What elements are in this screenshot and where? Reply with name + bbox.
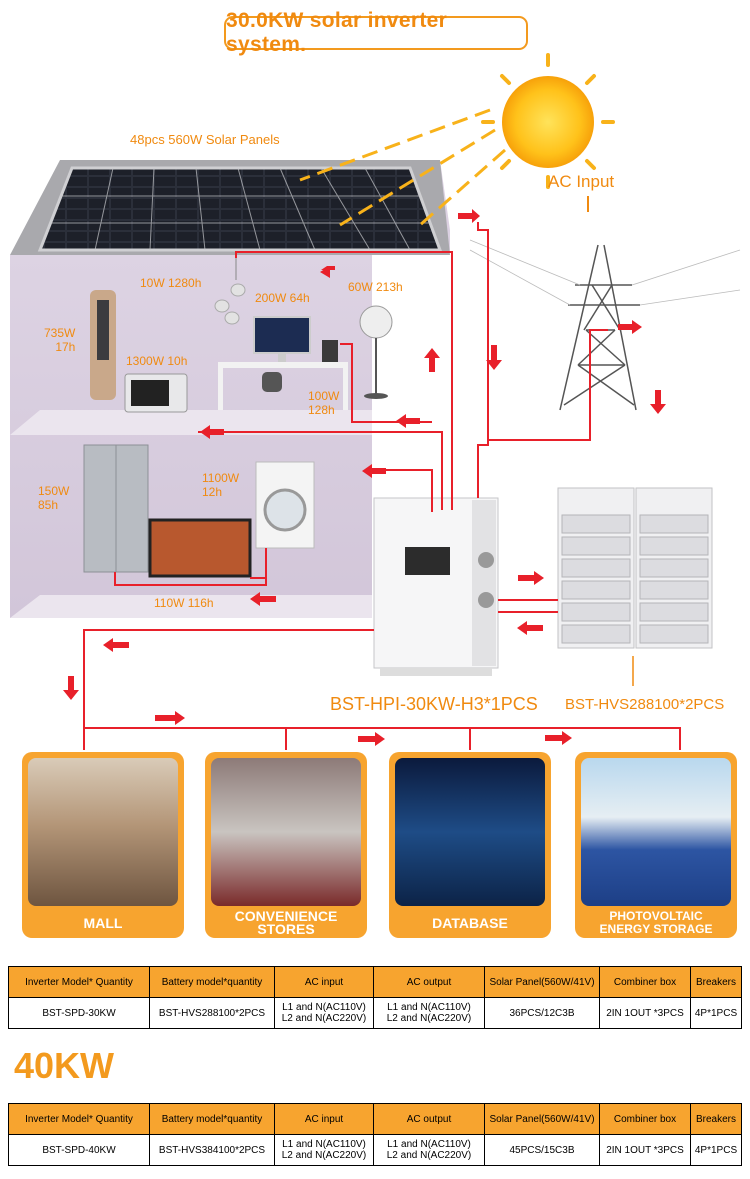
inverter-model-label: BST-HPI-30KW-H3*1PCS [330,694,538,714]
card-mall-label: MALL [83,914,123,931]
td-ac-output: L1 and N(AC110V) L2 and N(AC220V) [373,997,485,1029]
section-40kw-heading: 40KW [14,1045,115,1086]
desk-icon [218,362,348,368]
td-inverter: BST-SPD-40KW [8,1134,150,1166]
th-breakers: Breakers [690,1103,742,1135]
ac-input-label: AC Input [548,172,615,191]
card-convenience-stores: CONVENIENCE STORES [205,752,367,938]
system-diagram [10,53,741,750]
tv-power-label: 110W 116h [154,596,214,610]
sun-rays [481,53,615,189]
th-battery: Battery model*quantity [149,966,275,998]
td-ac-output: L1 and N(AC110V) L2 and N(AC220V) [373,1134,485,1166]
card-pv-label: PHOTOVOLTAIC ENERGY STORAGE [599,909,713,936]
th-battery: Battery model*quantity [149,1103,275,1135]
mall-image [28,758,178,906]
table-row: BST-SPD-40KW BST-HVS384100*2PCS L1 and N… [8,1134,742,1166]
table-row: BST-SPD-30KW BST-HVS288100*2PCS L1 and N… [8,997,742,1029]
upper-floor [10,410,372,435]
th-breakers: Breakers [690,966,742,998]
battery-rack-icon [557,487,713,686]
title-text: 30.0KW solar inverter system. [226,9,448,56]
td-ac-input: L1 and N(AC110V) L2 and N(AC220V) [274,997,374,1029]
td-ac-input: L1 and N(AC110V) L2 and N(AC220V) [274,1134,374,1166]
sun-icon [502,76,594,168]
card-pv-storage: PHOTOVOLTAIC ENERGY STORAGE [575,752,737,938]
solar-panel-array [37,166,443,252]
th-inverter: Inverter Model* Quantity [8,1103,150,1135]
wiring [83,222,681,750]
card-database-label: DATABASE [432,914,508,931]
microwave-power-label: 1300W 10h [126,354,188,368]
datacenter-image [395,758,545,906]
pv-image [581,758,731,906]
th-ac-input: AC input [274,1103,374,1135]
td-breakers: 4P*1PCS [690,1134,742,1166]
th-inverter: Inverter Model* Quantity [8,966,150,998]
th-ac-input: AC input [274,966,374,998]
td-breakers: 4P*1PCS [690,997,742,1029]
td-solar-panel: 36PCS/12C3B [484,997,600,1029]
td-inverter: BST-SPD-30KW [8,997,150,1029]
computer-power-label: 200W 64h [255,291,310,305]
table-header-row: Inverter Model* Quantity Battery model*q… [8,966,742,998]
fridge-power-label: 150W 85h [38,484,70,512]
tv-icon [148,518,252,578]
spec-table-40kw: Inverter Model* Quantity Battery model*q… [8,1103,742,1166]
computer-icon [253,316,311,354]
speaker-icon [322,340,338,362]
fan-icon [359,305,393,339]
sunlight-beams [299,108,506,227]
spec-table-30kw: Inverter Model* Quantity Battery model*q… [8,966,742,1029]
table-header-row: Inverter Model* Quantity Battery model*q… [8,1103,742,1135]
th-ac-output: AC output [373,1103,485,1135]
battery-model-label: BST-HVS288100*2PCS [565,696,725,713]
heater-power-label: 735W 17h [44,326,76,354]
card-store-label: CONVENIENCE STORES [234,908,338,937]
th-combiner: Combiner box [599,966,691,998]
td-combiner: 2IN 1OUT *3PCS [599,997,691,1029]
td-battery: BST-HVS384100*2PCS [149,1134,275,1166]
lower-floor [10,595,372,618]
th-solar-panel: Solar Panel(560W/41V) [484,1103,600,1135]
th-solar-panel: Solar Panel(560W/41V) [484,966,600,998]
flow-arrows [63,209,666,746]
th-ac-output: AC output [373,966,485,998]
th-combiner: Combiner box [599,1103,691,1135]
lamp-power-label: 10W 1280h [140,276,202,290]
solar-panels-label: 48pcs 560W Solar Panels [130,132,280,147]
td-solar-panel: 45PCS/15C3B [484,1134,600,1166]
diagram-title: 30.0KW solar inverter system. [224,9,528,56]
td-combiner: 2IN 1OUT *3PCS [599,1134,691,1166]
card-database: DATABASE [389,752,551,938]
card-mall: MALL [22,752,184,938]
washer-power-label: 1100W 12h [202,471,240,499]
panel-grid [50,167,430,251]
fan-power-label: 60W 213h [348,280,403,294]
ceiling-lamp-icon [214,258,246,325]
chair-icon [262,372,282,392]
speaker-power-label: 100W 128h [308,389,340,417]
td-battery: BST-HVS288100*2PCS [149,997,275,1029]
store-image [211,758,361,906]
